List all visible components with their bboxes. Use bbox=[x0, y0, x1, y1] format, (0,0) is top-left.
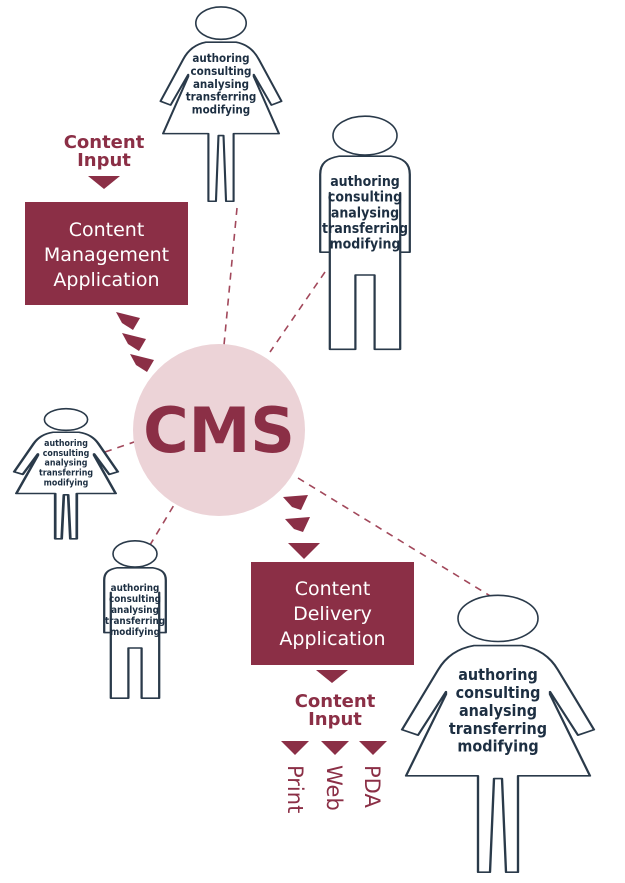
person-task-label: consulting bbox=[43, 449, 90, 459]
chevrons-to-cms bbox=[116, 312, 154, 372]
chevron-down-icon bbox=[288, 543, 320, 559]
content-input-line2: Input bbox=[77, 150, 131, 171]
management-box-rect bbox=[25, 202, 188, 305]
person-bottom-left-male: authoringconsultinganalysingtransferring… bbox=[103, 539, 167, 699]
content-input-line1: Content bbox=[64, 132, 145, 153]
person-task-label: transferring bbox=[105, 616, 165, 627]
content-output-line1: Content bbox=[295, 691, 376, 712]
person-head bbox=[195, 6, 248, 41]
content-delivery-box: Content Delivery Application bbox=[251, 562, 414, 665]
output-pda-label: PDA bbox=[360, 765, 384, 808]
person-task-label: consulting bbox=[109, 594, 161, 605]
chevron-down-icon bbox=[285, 517, 310, 532]
person-head bbox=[332, 115, 398, 156]
management-box-line1: Content bbox=[69, 219, 145, 241]
person-task-label: authoring bbox=[111, 583, 160, 594]
male-person-icon bbox=[103, 566, 167, 699]
output-labels: Print Web PDA bbox=[283, 765, 384, 813]
delivery-box-line2: Delivery bbox=[293, 603, 372, 625]
male-person-icon bbox=[319, 155, 411, 351]
person-right-male: authoringconsultinganalysingtransferring… bbox=[319, 115, 411, 351]
person-task-label: analysing bbox=[193, 77, 249, 91]
person-task-label: analysing bbox=[111, 605, 159, 616]
person-left-female: authoringconsultinganalysingtransferring… bbox=[12, 407, 120, 540]
connector-bottom-right-person bbox=[297, 477, 501, 603]
content-output-line2: Input bbox=[308, 709, 362, 730]
down-arrow-icon bbox=[281, 741, 309, 755]
female-person-icon bbox=[159, 41, 283, 203]
output-web-label: Web bbox=[322, 765, 346, 811]
female-person-icon bbox=[12, 431, 120, 540]
connector-lines bbox=[104, 207, 501, 603]
chevron-down-icon bbox=[283, 495, 308, 510]
cms-label: CMS bbox=[143, 394, 295, 467]
down-arrow-icon bbox=[88, 176, 120, 189]
person-task-label: modifying bbox=[457, 737, 538, 756]
person-task-label: modifying bbox=[329, 237, 400, 253]
delivery-box-rect bbox=[251, 562, 414, 665]
down-arrow-icon bbox=[359, 741, 387, 755]
person-task-label: authoring bbox=[330, 174, 400, 190]
chevron-down-icon bbox=[130, 354, 154, 372]
output-print-label: Print bbox=[283, 765, 307, 813]
management-box-line2: Management bbox=[44, 244, 169, 266]
content-management-box: Content Management Application bbox=[25, 202, 188, 305]
delivery-box-line1: Content bbox=[295, 578, 371, 600]
person-task-label: authoring bbox=[44, 439, 88, 449]
cms-circle bbox=[133, 344, 305, 516]
chevron-down-icon bbox=[116, 312, 140, 330]
person-head bbox=[43, 407, 89, 432]
management-box-line3: Application bbox=[53, 269, 159, 291]
female-person-icon bbox=[400, 644, 596, 874]
output-arrows bbox=[281, 741, 387, 755]
connector-bottom-left-person bbox=[134, 494, 181, 571]
down-arrow-icon bbox=[316, 670, 348, 683]
person-task-label: transferring bbox=[186, 90, 257, 104]
person-task-label: consulting bbox=[191, 64, 252, 78]
people: authoringconsultinganalysingtransferring… bbox=[12, 6, 596, 874]
person-task-label: modifying bbox=[192, 103, 250, 117]
person-task-label: authoring bbox=[192, 51, 249, 65]
person-bottom-right-female: authoringconsultinganalysingtransferring… bbox=[400, 594, 596, 874]
person-task-label: consulting bbox=[456, 683, 541, 702]
person-head bbox=[112, 539, 158, 568]
connector-top-person bbox=[223, 207, 238, 346]
person-task-label: analysing bbox=[331, 205, 399, 221]
delivery-box-line3: Application bbox=[279, 628, 385, 650]
down-arrow-icon bbox=[321, 741, 349, 755]
person-task-label: modifying bbox=[44, 478, 89, 488]
connector-right-person bbox=[269, 271, 326, 353]
person-task-label: modifying bbox=[110, 627, 160, 638]
chevrons-to-delivery bbox=[283, 495, 320, 559]
content-input-top: Content Input bbox=[64, 132, 145, 189]
person-task-label: analysing bbox=[45, 459, 88, 469]
person-head bbox=[457, 594, 539, 643]
person-task-label: transferring bbox=[322, 221, 408, 237]
chevron-down-icon bbox=[122, 333, 146, 351]
person-top-female: authoringconsultinganalysingtransferring… bbox=[159, 6, 283, 203]
person-task-label: transferring bbox=[39, 469, 93, 479]
person-task-label: transferring bbox=[449, 719, 547, 738]
person-task-label: analysing bbox=[459, 701, 537, 720]
person-task-label: consulting bbox=[328, 190, 402, 206]
content-input-bottom: Content Input bbox=[295, 691, 376, 730]
cms-node: CMS bbox=[133, 344, 305, 516]
person-task-label: authoring bbox=[458, 665, 538, 684]
